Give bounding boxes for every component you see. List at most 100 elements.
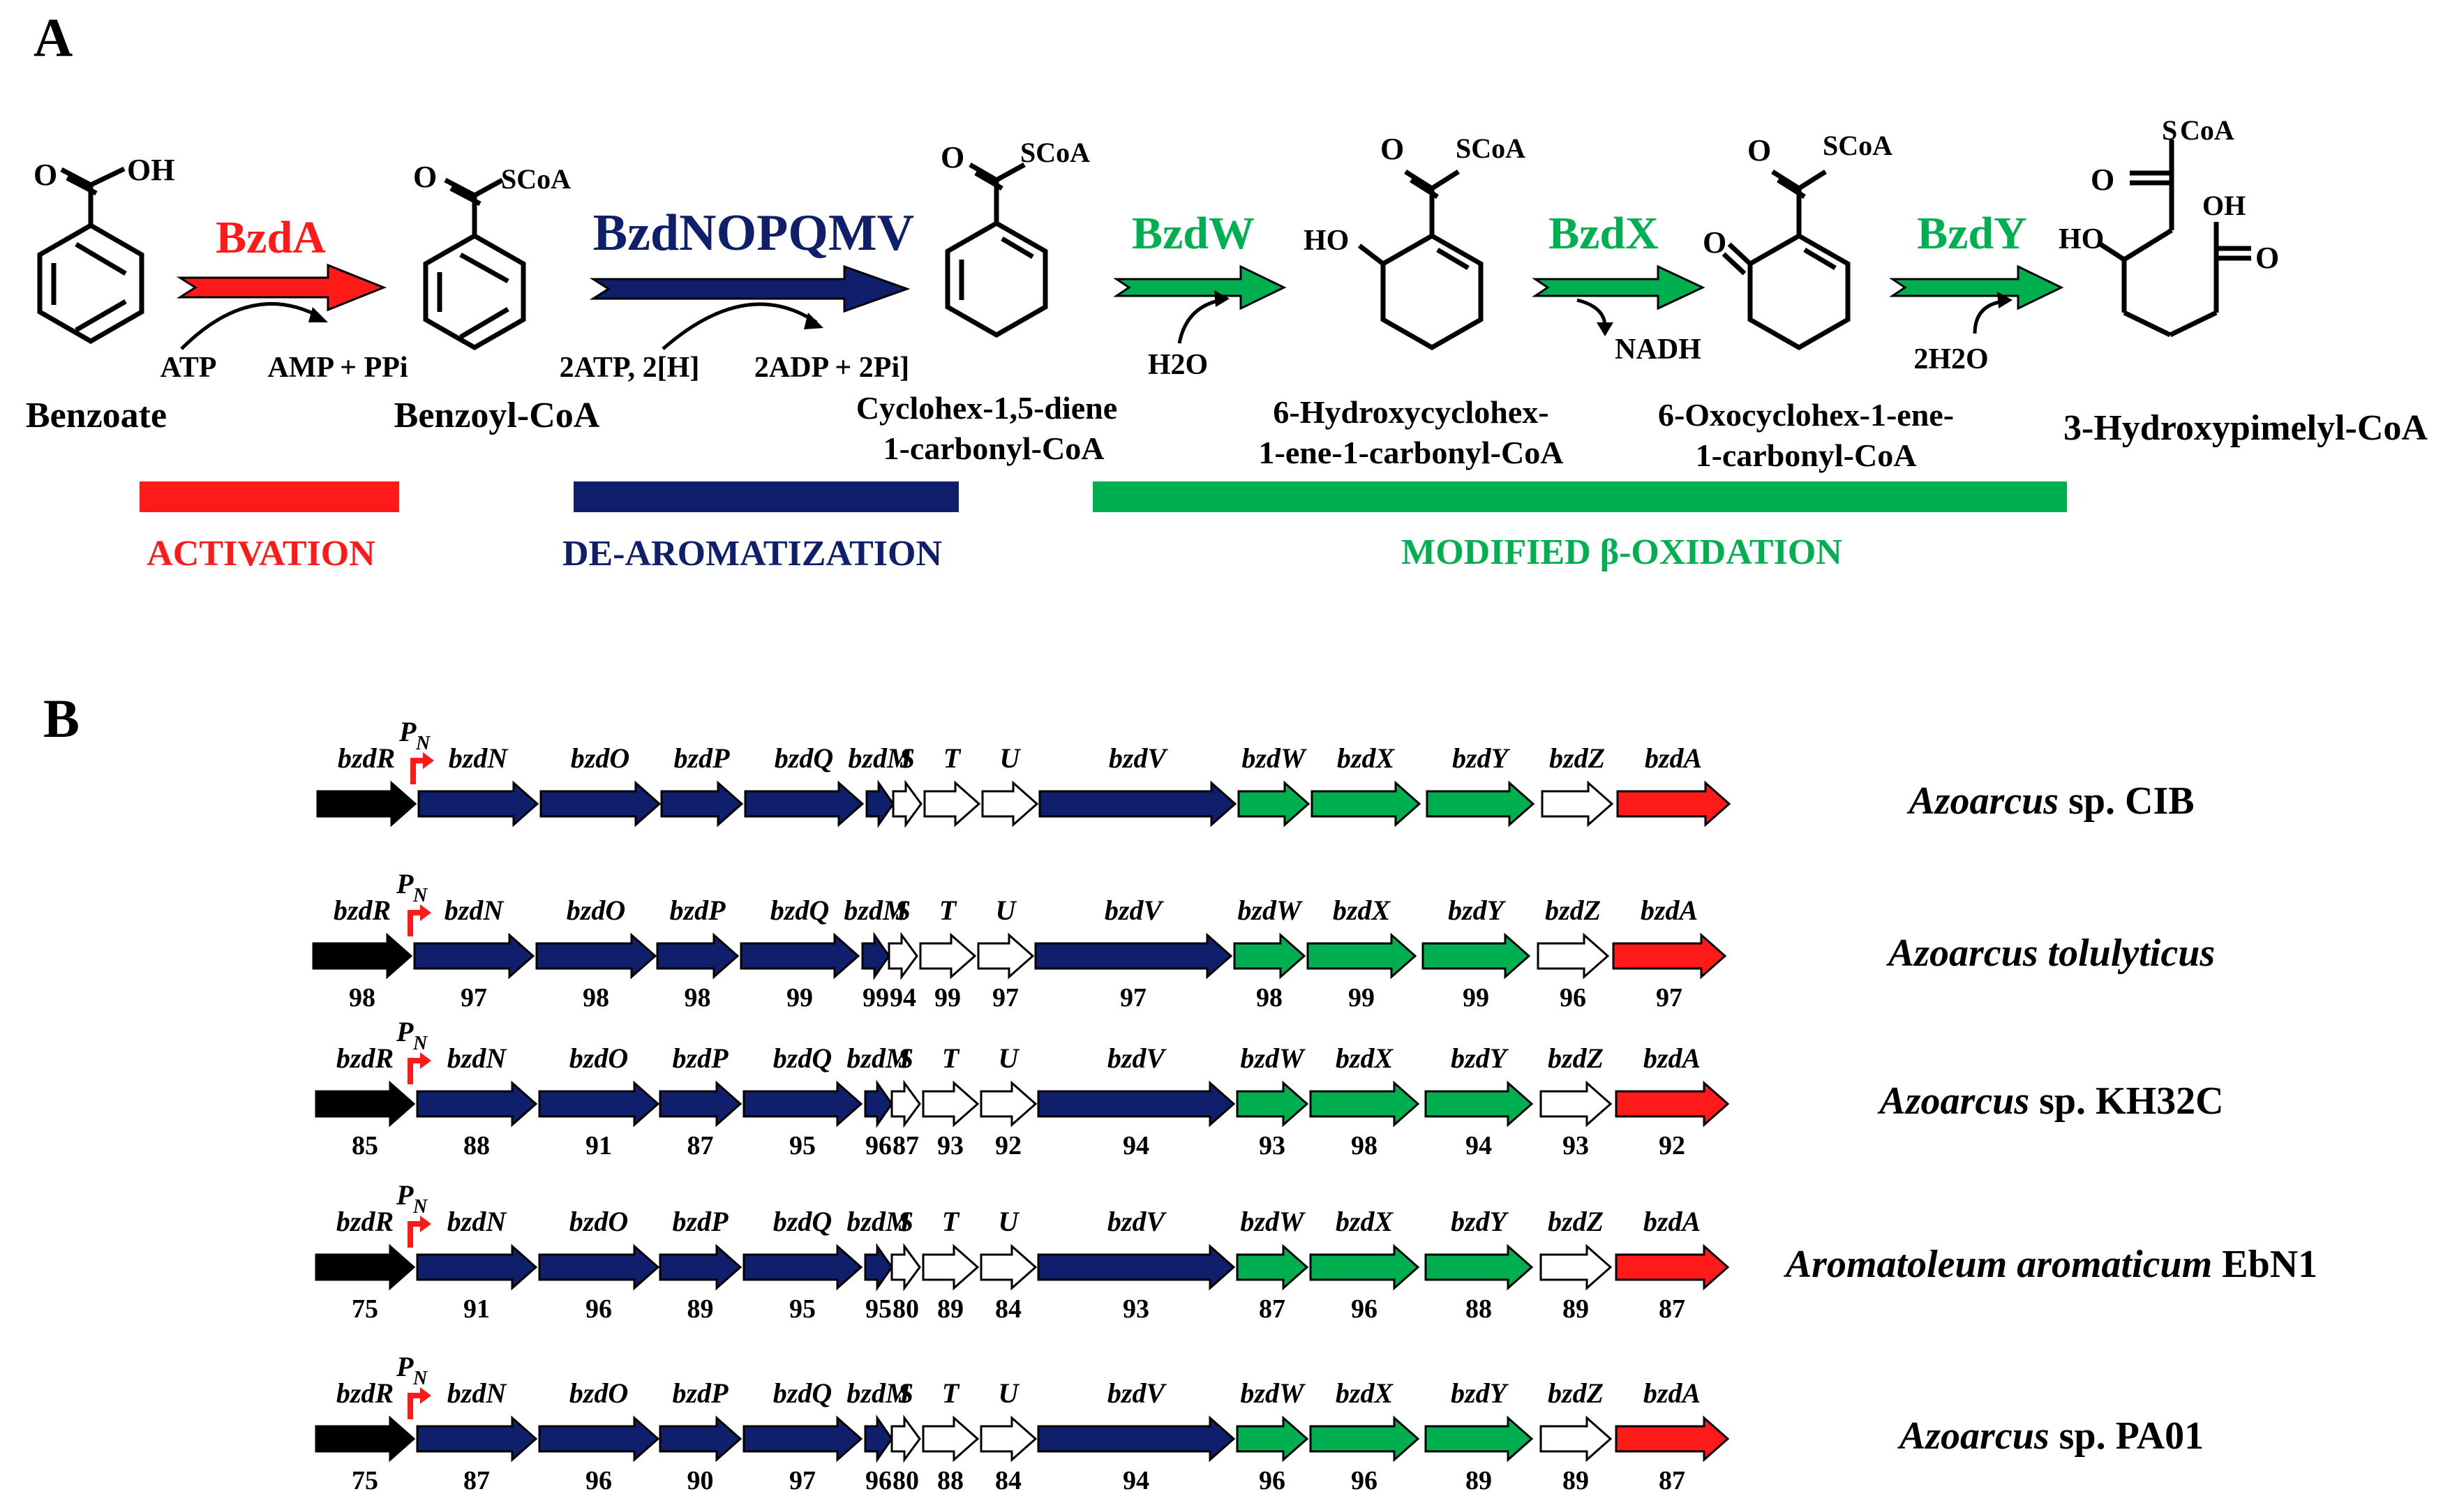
bzdnopqmv-cofactor-curve bbox=[662, 302, 818, 350]
gene-arrow-bzdz bbox=[1537, 932, 1610, 980]
gene-arrow-bzdn bbox=[416, 1243, 538, 1291]
bzda-cofactor-curve bbox=[180, 302, 322, 350]
compound-cyclohexdiene-1: Cyclohex-1,5-diene bbox=[856, 390, 1117, 426]
bzda-cofactor-arrowhead bbox=[308, 307, 328, 322]
benzoate-structure bbox=[37, 166, 144, 345]
bzdnopqmv-cofactor-in: 2ATP, 2[H] bbox=[560, 352, 700, 384]
pimelyl-s-label: S bbox=[2162, 114, 2177, 146]
gene-arrow-bzdm bbox=[864, 1079, 893, 1128]
identity-value: 88 bbox=[463, 1131, 490, 1160]
gene-row: bzdR98bzdN97bzdO98bzdP98bzdQ99bzdM99S94T… bbox=[312, 868, 2215, 1012]
gene-label: bzdW bbox=[1240, 1206, 1306, 1237]
gene-label: bzdY bbox=[1452, 742, 1511, 774]
bzdx-cofactor-out: NADH bbox=[1615, 334, 1701, 366]
gene-label: bzdV bbox=[1109, 742, 1169, 774]
gene-label: U bbox=[999, 1377, 1020, 1409]
identity-value: 94 bbox=[890, 983, 916, 1012]
identity-value: 80 bbox=[893, 1294, 919, 1324]
gene-label: bzdX bbox=[1333, 895, 1391, 926]
identity-value: 96 bbox=[1560, 983, 1586, 1012]
compound-cyclohexdiene-2: 1-carbonyl-CoA bbox=[883, 431, 1105, 466]
gene-label: U bbox=[1000, 742, 1022, 774]
promoter-arrow bbox=[408, 1058, 420, 1084]
gene-row: bzdR75bzdN91bzdO96bzdP89bzdQ95bzdM95S80T… bbox=[315, 1179, 2317, 1324]
gene-label: bzdN bbox=[447, 1206, 508, 1237]
bzdy-cofactor-in: 2H2O bbox=[1913, 343, 1988, 375]
gene-arrow-u bbox=[981, 780, 1039, 828]
enzyme-bzdw: BzdW bbox=[1132, 208, 1255, 259]
panel-label-b: B bbox=[43, 688, 80, 749]
gene-label: bzdO bbox=[569, 1206, 628, 1237]
activation-phase-label: ACTIVATION bbox=[147, 534, 375, 574]
gene-arrow-bzdz bbox=[1541, 780, 1614, 828]
gene-arrow-bzdw bbox=[1236, 1243, 1309, 1291]
identity-value: 98 bbox=[1256, 983, 1283, 1012]
gene-label: bzdR bbox=[336, 1377, 394, 1409]
gene-label: bzdP bbox=[673, 1206, 729, 1237]
identity-value: 89 bbox=[937, 1294, 964, 1324]
gene-arrow-bzdz bbox=[1539, 1243, 1613, 1291]
gene-label: bzdV bbox=[1105, 895, 1165, 926]
identity-value: 96 bbox=[585, 1466, 612, 1495]
gene-label: bzdZ bbox=[1548, 1206, 1604, 1237]
gene-label: bzdM bbox=[848, 742, 913, 774]
promoter-arrow bbox=[410, 758, 423, 784]
gene-label: bzdX bbox=[1336, 1377, 1394, 1409]
gene-label: bzdW bbox=[1240, 1042, 1306, 1074]
enzyme-bzdx: BzdX bbox=[1548, 208, 1659, 259]
gene-label: T bbox=[939, 895, 957, 926]
promoter-label: P bbox=[396, 1179, 414, 1211]
promoter-subscript: N bbox=[415, 733, 431, 754]
gene-label: bzdW bbox=[1241, 742, 1307, 774]
gene-arrow-bzdy bbox=[1421, 932, 1531, 980]
gene-label: bzdN bbox=[449, 742, 509, 774]
beta-oxidation-phase-label: MODIFIED β-OXIDATION bbox=[1401, 532, 1842, 572]
gene-arrow-bzda bbox=[1615, 1080, 1730, 1128]
pimelyl-structure bbox=[2099, 140, 2251, 338]
gene-arrow-bzdr bbox=[312, 932, 413, 980]
gene-arrow-u bbox=[980, 1080, 1038, 1128]
identity-value: 75 bbox=[352, 1466, 378, 1495]
pimelyl-oh-label: OH bbox=[2202, 190, 2246, 221]
identity-value: 96 bbox=[865, 1466, 892, 1495]
gene-arrow-bzdp bbox=[659, 1080, 742, 1128]
gene-arrow-bzdn bbox=[417, 780, 539, 828]
gene-arrow-bzdy bbox=[1424, 1415, 1534, 1463]
identity-value: 93 bbox=[1259, 1131, 1285, 1160]
gene-label: bzdY bbox=[1451, 1206, 1509, 1237]
gene-arrow-bzdn bbox=[416, 1080, 538, 1128]
gene-label: bzdZ bbox=[1548, 1042, 1604, 1074]
identity-value: 89 bbox=[687, 1294, 714, 1324]
identity-value: 88 bbox=[937, 1466, 964, 1495]
gene-label: bzdQ bbox=[773, 1042, 832, 1074]
identity-value: 96 bbox=[1259, 1466, 1285, 1495]
gene-arrow-bzdm bbox=[865, 779, 895, 828]
bzdy-cofactor-curve bbox=[1973, 299, 2003, 334]
gene-arrow-u bbox=[977, 932, 1035, 980]
pimelyl-coa-label: CoA bbox=[2180, 114, 2234, 146]
gene-label: bzdO bbox=[567, 895, 625, 926]
identity-value: 97 bbox=[1120, 983, 1147, 1012]
beta-oxidation-phase-bar bbox=[1093, 481, 2067, 512]
organism-name: Azoarcus tolulyticus bbox=[1886, 932, 2215, 975]
identity-value: 99 bbox=[934, 983, 961, 1012]
identity-value: 99 bbox=[1463, 983, 1489, 1012]
gene-label: bzdP bbox=[674, 742, 731, 774]
hydroxy-ho-label: HO bbox=[1304, 225, 1349, 257]
bzdw-cofactor-arrowhead bbox=[1214, 290, 1230, 307]
identity-value: 92 bbox=[995, 1131, 1022, 1160]
gene-label: bzdM bbox=[846, 1377, 911, 1409]
identity-value: 91 bbox=[585, 1131, 612, 1160]
gene-arrow-t bbox=[922, 1243, 980, 1291]
gene-arrow-bzdw bbox=[1236, 1415, 1309, 1463]
bzdnopqmv-cofactor-out: 2ADP + 2Pi] bbox=[754, 352, 909, 384]
enzyme-bzdy: BzdY bbox=[1917, 208, 2027, 259]
gene-label: bzdA bbox=[1643, 1042, 1701, 1074]
dearomatization-phase-bar bbox=[574, 481, 959, 512]
gene-label: bzdV bbox=[1107, 1042, 1167, 1074]
gene-arrow-bzda bbox=[1616, 780, 1731, 828]
bzdw-reaction-arrow bbox=[1113, 264, 1287, 311]
gene-label: U bbox=[999, 1042, 1020, 1074]
identity-value: 87 bbox=[1659, 1466, 1685, 1495]
gene-label: bzdW bbox=[1240, 1377, 1306, 1409]
